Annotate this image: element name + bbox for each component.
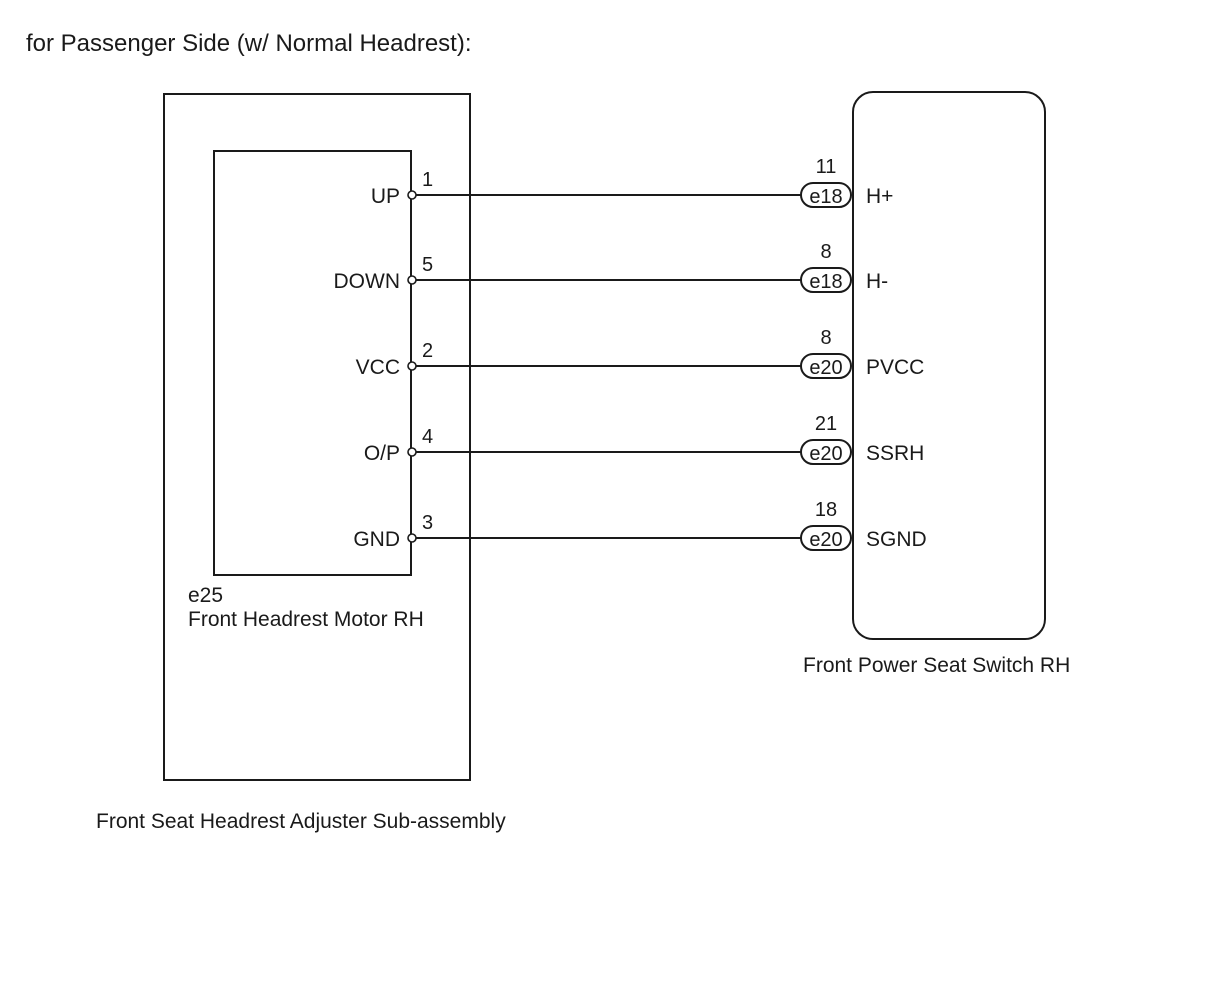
terminal-circle [407,447,417,457]
left-pin-number: 3 [422,512,433,534]
motor-connector-code: e25 [188,584,223,607]
connector-code: e18 [809,186,842,208]
left-pin-number: 2 [422,340,433,362]
connector-code: e20 [809,357,842,379]
headrest-adjuster-assembly-box [163,93,471,781]
terminal-circle [407,275,417,285]
diagram-title: for Passenger Side (w/ Normal Headrest): [26,30,472,57]
right-terminal-name: SGND [866,528,927,551]
right-pin-number: 18 [815,499,837,521]
connector-pill [800,267,852,293]
left-terminal-name: DOWN [334,270,401,293]
connector-code: e18 [809,271,842,293]
terminal-circle [407,361,417,371]
right-pin-number: 21 [815,413,837,435]
assembly-name: Front Seat Headrest Adjuster Sub-assembl… [96,810,506,833]
connector-pill [800,525,852,551]
power-seat-switch-box [852,91,1046,640]
right-pin-number: 8 [820,327,831,349]
switch-name: Front Power Seat Switch RH [803,654,1070,677]
right-terminal-name: SSRH [866,442,924,465]
connector-pill [800,353,852,379]
connector-pill [800,439,852,465]
connector-pill [800,182,852,208]
right-pin-number: 8 [820,241,831,263]
left-pin-number: 4 [422,426,433,448]
connector-code: e20 [809,443,842,465]
right-terminal-name: PVCC [866,356,924,379]
right-terminal-name: H- [866,270,888,293]
right-terminal-name: H+ [866,185,893,208]
left-terminal-name: O/P [364,442,400,465]
left-terminal-name: VCC [356,356,400,379]
left-terminal-name: UP [371,185,400,208]
terminal-circle [407,533,417,543]
motor-name: Front Headrest Motor RH [188,608,424,631]
left-pin-number: 5 [422,254,433,276]
left-pin-number: 1 [422,169,433,191]
terminal-circle [407,190,417,200]
connector-code: e20 [809,529,842,551]
wires-group: UP1e1811H+DOWN5e188H-VCC2e208PVCCO/P4e20… [334,156,927,551]
left-terminal-name: GND [353,528,400,551]
right-pin-number: 11 [816,156,837,178]
